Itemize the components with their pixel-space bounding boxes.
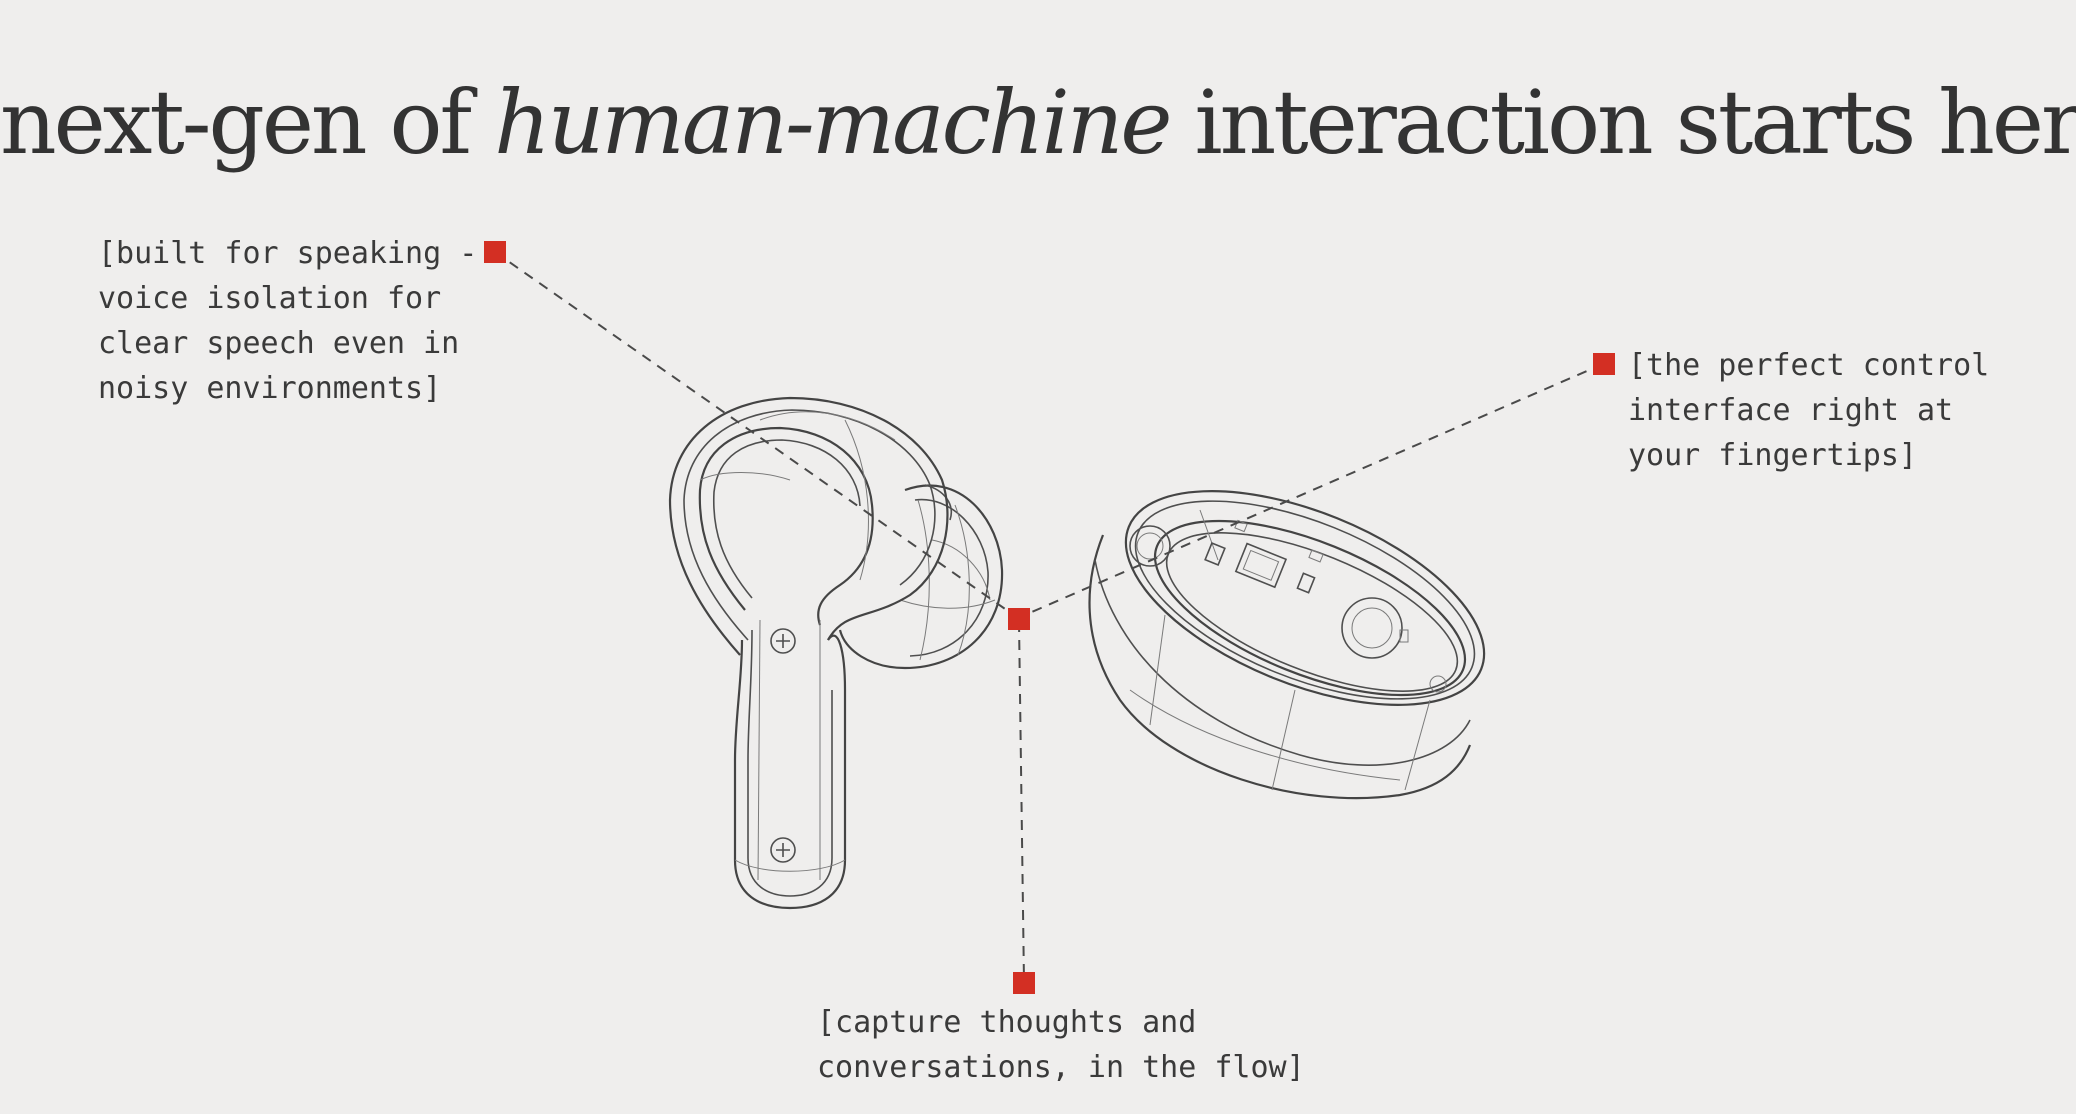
leader-line-control xyxy=(1017,363,1604,619)
headline-end: interaction starts here xyxy=(1169,71,2076,174)
callout-speaking: [built for speaking - voice isolation fo… xyxy=(98,236,478,406)
headline-start: next-gen of xyxy=(0,71,495,174)
earbud-icon xyxy=(668,396,1004,910)
headline-emphasis: human-machine xyxy=(494,71,1172,174)
page-headline: next-gen of human-machine interaction st… xyxy=(0,70,2076,176)
callout-control: [the perfect control interface right at … xyxy=(1628,348,1990,473)
leader-line-speaking xyxy=(494,251,1019,619)
leader-line-capture xyxy=(1018,621,1025,983)
ring-icon xyxy=(1088,490,1486,800)
callout-capture: [capture thoughts and conversations, in … xyxy=(817,1005,1305,1085)
marker-capture[interactable] xyxy=(1013,972,1035,994)
marker-speaking[interactable] xyxy=(484,241,506,263)
marker-earbud-ring-junction[interactable] xyxy=(1008,608,1030,630)
marker-control[interactable] xyxy=(1593,353,1615,375)
